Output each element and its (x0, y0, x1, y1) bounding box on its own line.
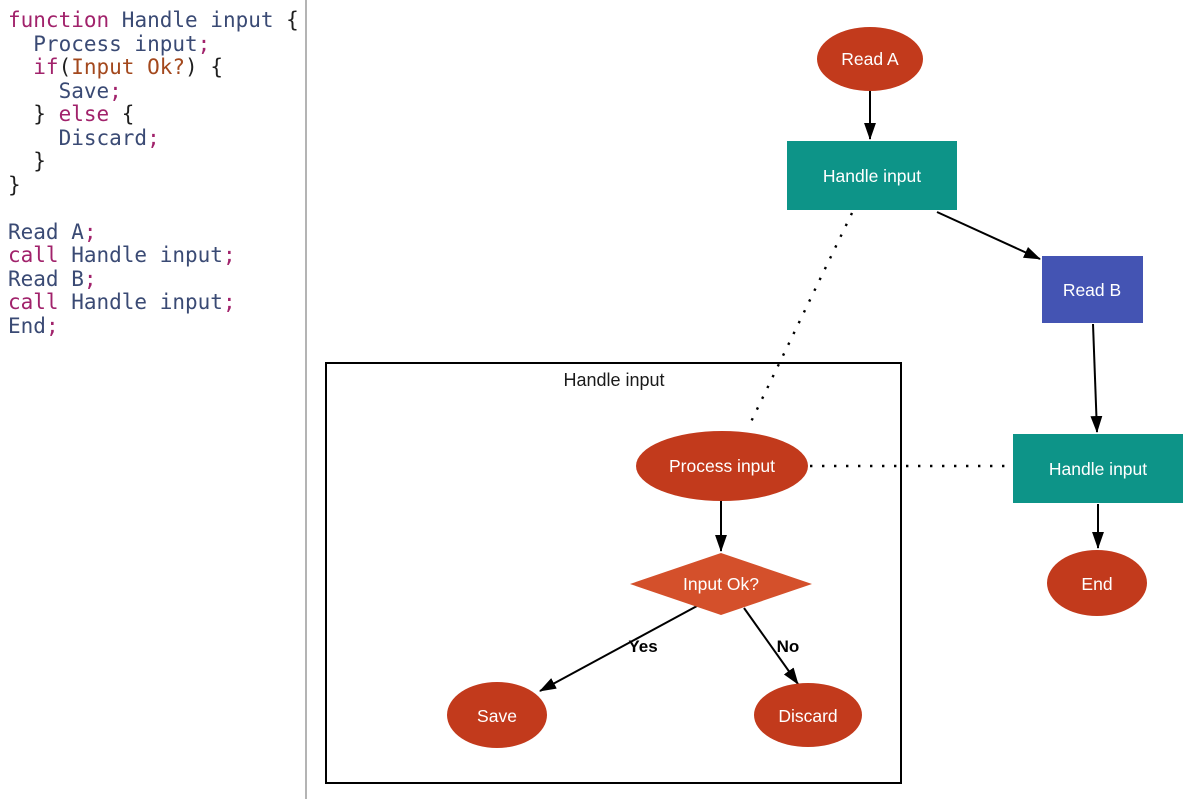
panel-resize-divider[interactable] (305, 0, 307, 799)
code-token: { (286, 8, 299, 32)
node-handle-input-1-label: Handle input (823, 166, 921, 186)
code-token: Read B (8, 266, 84, 291)
code-token: } (8, 102, 59, 126)
code-token: ; (45, 313, 59, 338)
code-line: } (8, 149, 305, 174)
code-token: ; (109, 78, 122, 103)
node-discard-label: Discard (778, 706, 837, 726)
code-line: function Handle input { (8, 8, 305, 33)
node-handle-input-2-label: Handle input (1049, 459, 1147, 479)
node-handle-input-1 (787, 141, 957, 210)
edge-dotted-handleinput1-processinput (746, 212, 854, 429)
code-token: End (8, 313, 46, 338)
node-process-input-label: Process input (669, 456, 775, 476)
edge-inputok-save-yes (539, 605, 698, 692)
code-token: else (58, 102, 110, 126)
code-token: Read A (8, 219, 84, 244)
subgraph-box-handle-input (325, 362, 902, 784)
node-end-label: End (1081, 574, 1112, 594)
node-process-input (636, 431, 808, 501)
code-line: Read A; (8, 219, 305, 245)
code-token: ; (83, 219, 97, 244)
code-line: if(Input Ok?) { (8, 55, 305, 80)
node-read-a (817, 27, 923, 91)
code-token: Process input (8, 31, 198, 56)
edge-inputok-discard-no (743, 607, 799, 685)
edge-handleinput1-readb (936, 211, 1041, 260)
code-line: call Handle input; (8, 243, 305, 268)
code-token: ) { (185, 55, 223, 79)
code-token: } (8, 172, 21, 197)
code-token: Discard (8, 125, 148, 150)
node-read-b-label: Read B (1063, 280, 1121, 300)
node-read-a-label: Read A (841, 49, 899, 69)
code-token: call (8, 243, 59, 267)
node-discard (754, 683, 862, 747)
code-line: Save; (8, 78, 305, 104)
code-token: ; (197, 31, 211, 56)
code-token: if (8, 55, 59, 79)
code-editor-panel[interactable]: function Handle input { Process input; i… (0, 0, 305, 799)
code-token: call (8, 290, 59, 314)
code-line: Process input; (8, 31, 305, 57)
node-save (447, 682, 547, 748)
code-token: ; (147, 125, 160, 150)
code-line: Discard; (8, 125, 305, 151)
code-line: Read B; (8, 266, 305, 292)
subgraph-label: Handle input (563, 370, 664, 390)
node-handle-input-2 (1013, 434, 1183, 503)
edge-readb-handleinput2 (1090, 323, 1103, 434)
code-token: Input Ok? (71, 55, 186, 79)
code-line: End; (8, 313, 305, 339)
code-line: call Handle input; (8, 290, 305, 315)
code-text[interactable]: function Handle input { Process input; i… (0, 0, 305, 338)
code-token: Handle input (58, 290, 223, 314)
code-line: } else { (8, 102, 305, 127)
code-token: ; (222, 290, 236, 314)
code-token: Handle input (109, 8, 287, 32)
code-token: Handle input (58, 243, 223, 267)
code-token: function (8, 8, 110, 32)
edge-label-yes: Yes (628, 637, 657, 656)
edge-label-no: No (777, 637, 800, 656)
code-token: ; (222, 243, 236, 267)
code-token: ( (58, 55, 72, 79)
node-read-b (1042, 256, 1143, 323)
node-input-ok (630, 553, 812, 615)
code-line: } (8, 172, 305, 198)
code-token: ; (83, 266, 97, 291)
node-save-label: Save (477, 706, 517, 726)
code-token: Save (8, 78, 110, 103)
code-token: { (109, 102, 135, 126)
node-input-ok-label: Input Ok? (683, 574, 759, 594)
node-end (1047, 550, 1147, 616)
code-token: } (8, 149, 46, 173)
